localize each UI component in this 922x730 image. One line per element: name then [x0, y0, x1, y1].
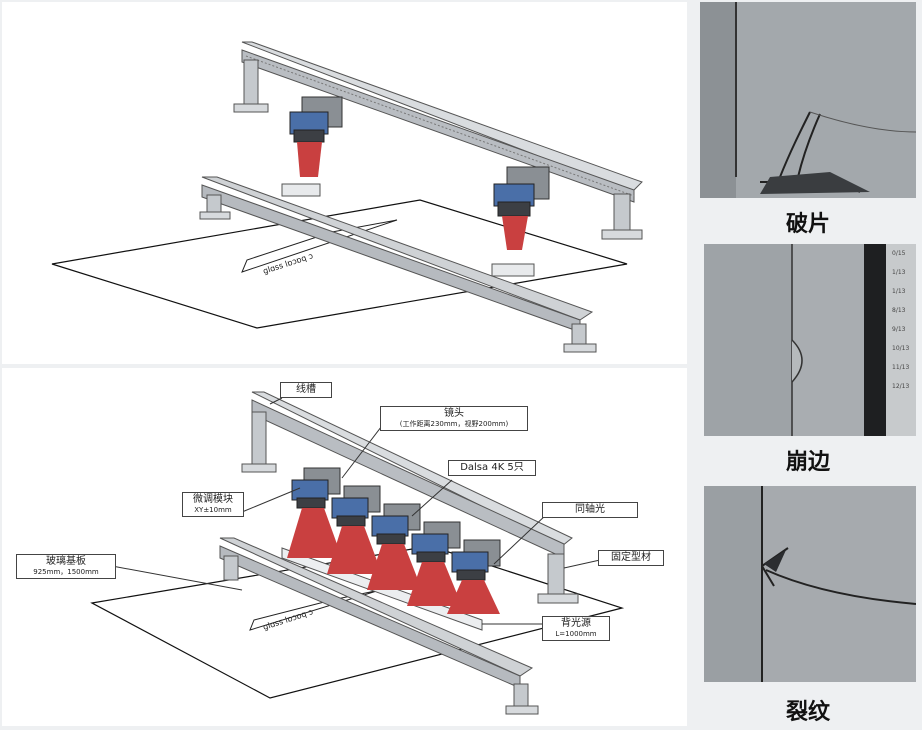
- caption-chipping: 破片: [785, 211, 830, 237]
- scale-tick: 8/13: [892, 307, 906, 314]
- bottom-diagram-drawing: ɡlɑss lɒɔɒq ɔ: [90, 391, 625, 715]
- caption-edge-chip: 崩边: [785, 449, 830, 475]
- defect-photo-edge-chip: 0/15 1/13 1/13 8/13 9/13 10/13 11/13 12/…: [704, 244, 916, 436]
- label-cable-tray: 线槽: [280, 382, 332, 398]
- scale-ticks: 0/15 1/13 1/13 8/13 9/13 10/13 11/13 12/…: [892, 244, 916, 396]
- label-fine-tune-spec: XY±10mm: [194, 506, 232, 514]
- scale-tick: 1/13: [892, 288, 906, 295]
- caption-crack: 裂纹: [785, 699, 830, 725]
- scale-tick: 11/13: [892, 364, 910, 371]
- label-backlight: 背光源 L=1000mm: [542, 616, 610, 641]
- scale-tick: 0/15: [892, 250, 906, 257]
- label-glass: 玻璃基板 925mm，1500mm: [16, 554, 116, 579]
- label-fine-tune: 微调模块 XY±10mm: [182, 492, 244, 517]
- label-backlight-spec: L=1000mm: [555, 630, 597, 638]
- label-glass-title: 玻璃基板: [46, 556, 86, 567]
- label-lens: 镜头 (工作距离230mm，视野200mm): [380, 406, 528, 431]
- scale-tick: 9/13: [892, 326, 906, 333]
- defect-photo-chipping: [700, 2, 916, 198]
- scale-tick: 10/13: [892, 345, 910, 352]
- edge-chip-drawing: [704, 244, 916, 436]
- top-equipment-diagram: ɡlɑss lɒɔɒq ɔ: [2, 2, 687, 364]
- crack-drawing: [704, 486, 916, 682]
- label-fixed-profile: 固定型材: [598, 550, 664, 566]
- label-lens-spec: (工作距离230mm，视野200mm): [399, 420, 509, 428]
- top-diagram-drawing: ɡlɑss lɒɔɒq ɔ: [51, 41, 643, 353]
- label-camera: Dalsa 4K 5只: [448, 460, 536, 476]
- label-backlight-title: 背光源: [561, 618, 591, 629]
- scale-tick: 1/13: [892, 269, 906, 276]
- label-fine-tune-title: 微调模块: [193, 494, 233, 505]
- label-glass-spec: 925mm，1500mm: [33, 568, 99, 576]
- defect-photo-crack: [704, 486, 916, 682]
- scale-tick: 12/13: [892, 383, 910, 390]
- label-coaxial-light: 同轴光: [542, 502, 638, 518]
- chipping-crack-drawing: [700, 2, 916, 198]
- bottom-equipment-diagram: ɡlɑss lɒɔɒq ɔ: [2, 368, 687, 726]
- label-lens-title: 镜头: [444, 408, 464, 419]
